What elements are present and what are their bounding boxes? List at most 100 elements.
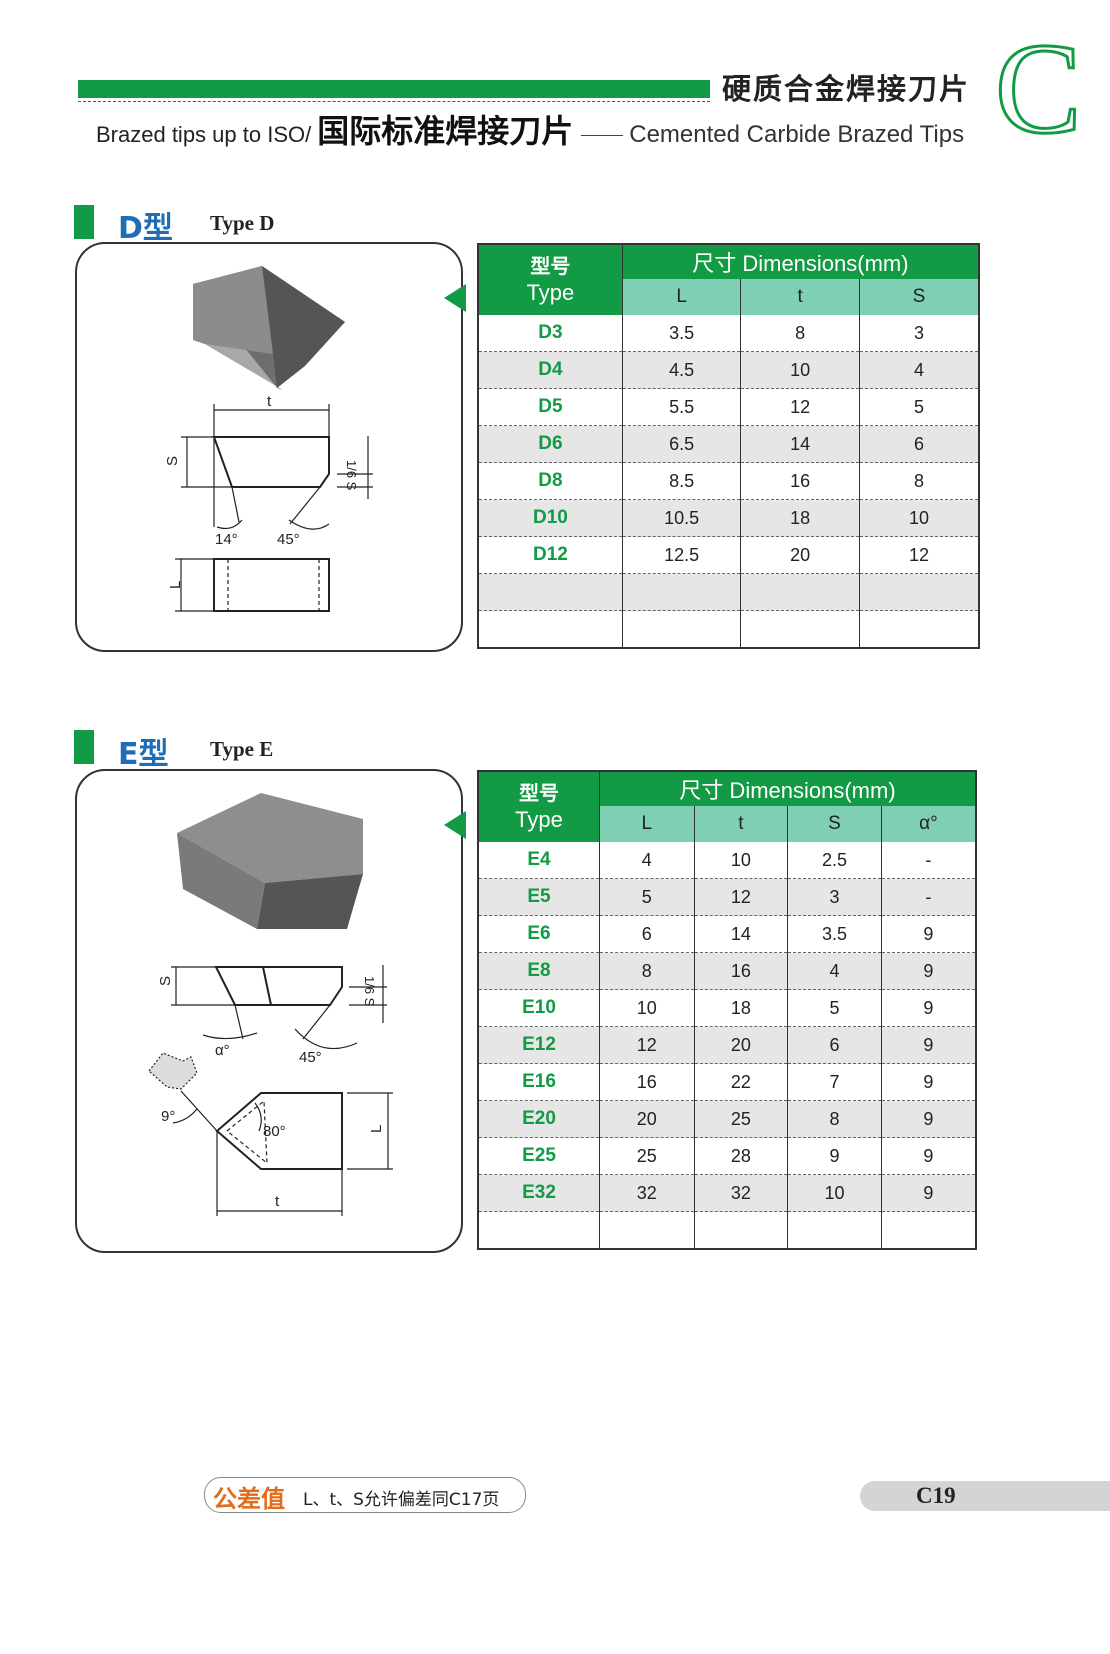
type-d-col-header: t bbox=[740, 279, 860, 315]
type-d-col-header: L bbox=[621, 279, 741, 315]
dimension-cell: 9 bbox=[880, 915, 976, 953]
type-e-top-view bbox=[215, 1092, 393, 1216]
dimension-cell: 32 bbox=[598, 1174, 695, 1212]
dimension-cell: 6 bbox=[787, 1026, 882, 1064]
dimension-cell: 9 bbox=[880, 1174, 976, 1212]
dimension-cell bbox=[598, 1211, 695, 1250]
type-d-header-type: 型号 Type bbox=[478, 244, 623, 315]
type-code-cell: E6 bbox=[478, 915, 600, 953]
dimension-cell bbox=[787, 1211, 882, 1250]
dimension-cell: 7 bbox=[787, 1063, 882, 1101]
type-e-header-type-en: Type bbox=[515, 806, 563, 832]
type-d-label-angle-45: 45° bbox=[277, 531, 300, 548]
dimension-cell: 8 bbox=[787, 1100, 882, 1138]
page-number: C19 bbox=[916, 1483, 956, 1508]
dimension-cell: 9 bbox=[880, 1063, 976, 1101]
type-e-label-s: S bbox=[157, 976, 174, 986]
type-d-3d-face bbox=[193, 266, 273, 354]
dimension-cell: 14 bbox=[693, 915, 788, 953]
type-code-cell bbox=[478, 1211, 600, 1250]
section-e-marker bbox=[74, 730, 94, 764]
header-title-cn: 硬质合金焊接刀片 bbox=[722, 72, 971, 106]
type-code-cell: E16 bbox=[478, 1063, 600, 1101]
dimension-cell: 20 bbox=[598, 1100, 695, 1138]
type-d-3d-end-face bbox=[262, 266, 345, 388]
dimension-cell: 16 bbox=[598, 1063, 695, 1101]
dimension-cell: 5 bbox=[598, 878, 695, 916]
type-e-col-header: L bbox=[598, 806, 695, 842]
dimension-cell: 12 bbox=[693, 878, 788, 916]
dimension-cell bbox=[858, 610, 979, 649]
type-code-cell: E32 bbox=[478, 1174, 600, 1212]
dimension-cell: 9 bbox=[787, 1137, 882, 1175]
dimension-cell: 8 bbox=[858, 462, 979, 500]
dimension-cell: 18 bbox=[740, 499, 860, 537]
type-d-technical-drawing: t S 1/6 S 14° 45° L bbox=[164, 266, 373, 612]
dimension-cell: 10 bbox=[787, 1174, 882, 1212]
type-e-3d-side-face bbox=[177, 833, 265, 929]
type-e-section-detail bbox=[148, 1052, 218, 1132]
type-e-3d-end-face bbox=[257, 874, 363, 929]
type-code-cell: D3 bbox=[478, 315, 623, 352]
dimension-cell: 9 bbox=[880, 1026, 976, 1064]
dimension-cell: - bbox=[880, 878, 976, 916]
dimension-cell bbox=[693, 1211, 788, 1250]
dimension-cell: 4 bbox=[787, 952, 882, 990]
dimension-cell: 6 bbox=[858, 425, 979, 463]
type-code-cell: D6 bbox=[478, 425, 623, 463]
section-d-marker bbox=[74, 205, 94, 239]
type-code-cell: D10 bbox=[478, 499, 623, 537]
dimension-cell: 12 bbox=[740, 388, 860, 426]
type-code-cell: E20 bbox=[478, 1100, 600, 1138]
page-number-tab: C19 bbox=[860, 1481, 1110, 1511]
dimension-cell: 4 bbox=[598, 842, 695, 879]
dimension-cell: 25 bbox=[693, 1100, 788, 1138]
header-iso-cn: 国际标准焊接刀片 bbox=[317, 112, 574, 150]
type-e-label-angle-9: 9° bbox=[161, 1108, 175, 1125]
type-code-cell: D12 bbox=[478, 536, 623, 574]
type-code-cell: E8 bbox=[478, 952, 600, 990]
section-e-title: E型 bbox=[118, 737, 169, 772]
table-row bbox=[478, 573, 979, 611]
type-d-label-l: L bbox=[167, 581, 184, 589]
type-code-cell: D4 bbox=[478, 351, 623, 389]
dimension-cell: 6.5 bbox=[621, 425, 741, 463]
dimension-cell: 3.5 bbox=[621, 315, 741, 352]
dimension-cell: 10 bbox=[693, 842, 788, 879]
dimension-cell: 10 bbox=[858, 499, 979, 537]
dimension-cell: 20 bbox=[740, 536, 860, 574]
dimension-cell: 9 bbox=[880, 989, 976, 1027]
type-d-drawing-panel: t S 1/6 S 14° 45° L bbox=[75, 242, 463, 652]
type-e-label-angle-45: 45° bbox=[299, 1049, 322, 1066]
type-d-front-view bbox=[181, 404, 373, 530]
type-d-label-sixth-s: 1/6 S bbox=[344, 460, 359, 491]
catalog-section-logo: C bbox=[994, 17, 1084, 161]
dimension-cell: 9 bbox=[880, 952, 976, 990]
dimension-cell: 12 bbox=[598, 1026, 695, 1064]
type-code-cell: E25 bbox=[478, 1137, 600, 1175]
type-code-cell: E12 bbox=[478, 1026, 600, 1064]
dimension-cell: 9 bbox=[880, 1100, 976, 1138]
dimension-cell: 14 bbox=[740, 425, 860, 463]
type-e-3d-top-face bbox=[177, 793, 363, 883]
dimension-cell bbox=[621, 573, 741, 611]
type-e-col-header: t bbox=[693, 806, 788, 842]
dimension-cell: 16 bbox=[693, 952, 788, 990]
dimension-cell: 3 bbox=[858, 315, 979, 352]
type-e-label-l: L bbox=[368, 1125, 385, 1133]
